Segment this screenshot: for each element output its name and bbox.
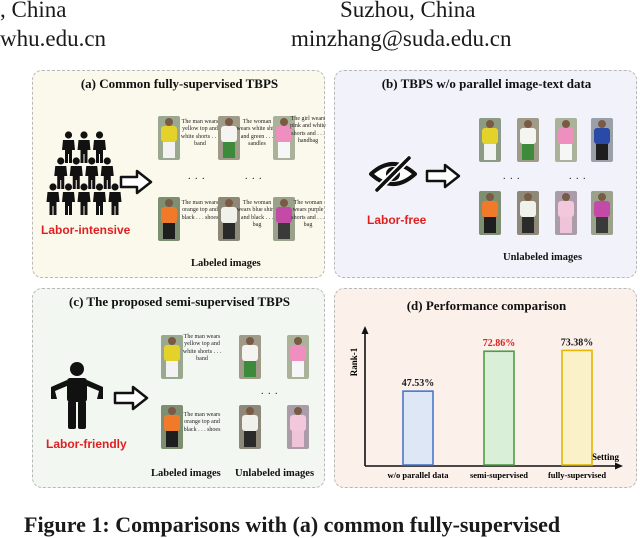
person-image <box>158 197 180 241</box>
panel-b: (b) TBPS w/o parallel image-text data La… <box>334 70 637 278</box>
crowd-person-icon <box>100 157 114 189</box>
ellipsis: . . . <box>569 171 587 182</box>
unlabeled-images-caption: Unlabeled images <box>235 468 315 479</box>
labor-free-label: Labor-free <box>367 213 427 227</box>
person-image <box>161 405 183 449</box>
person-image <box>479 191 501 235</box>
arrow-icon <box>425 163 461 189</box>
crowd-person-icon <box>54 157 68 189</box>
person-image <box>555 118 577 162</box>
crowd-person-icon <box>85 157 99 189</box>
arrow-icon <box>119 169 153 195</box>
description: The woman wears white shirt and green . … <box>236 119 278 148</box>
person-image <box>591 118 613 162</box>
unlabeled-images-caption: Unlabeled images <box>503 252 583 263</box>
person-image <box>517 191 539 235</box>
panel-b-title: (b) TBPS w/o parallel image-text data <box>381 76 592 91</box>
ellipsis: . . . <box>188 171 206 182</box>
person-image <box>239 335 261 379</box>
person-image <box>218 197 240 241</box>
x-tick-label: semi-supervised <box>470 470 528 480</box>
bar <box>402 390 434 466</box>
left-email: whu.edu.cn <box>0 26 107 51</box>
x-tick-label: fully-supervised <box>548 470 606 480</box>
bar <box>483 350 515 466</box>
labeled-images-caption: Labeled images <box>191 258 261 269</box>
crowd-person-icon <box>46 183 60 215</box>
person-image <box>273 116 295 160</box>
crowd-person-icon <box>77 183 91 215</box>
ellipsis: . . . <box>503 171 521 182</box>
bar-value-label: 47.53% <box>402 378 435 389</box>
panel-c: (c) The proposed semi-supervised TBPS La… <box>32 288 325 488</box>
person-image <box>158 116 180 160</box>
panel-c-title: (c) The proposed semi-supervised TBPS <box>68 294 291 309</box>
person-image <box>239 405 261 449</box>
eye-off-icon <box>369 155 417 193</box>
arrow-icon <box>113 385 149 411</box>
person-image <box>287 335 309 379</box>
description: The man wears orange top and black . . .… <box>183 412 221 433</box>
ellipsis: . . . <box>245 171 263 182</box>
person-image <box>517 118 539 162</box>
y-axis-label: Rank-1 <box>349 347 359 376</box>
crowd-person-icon <box>62 183 75 215</box>
crowd-icon <box>46 131 122 215</box>
y-axis-arrow <box>361 326 369 334</box>
crowd-person-icon <box>69 157 83 189</box>
crowd-person-icon <box>108 183 122 215</box>
x-axis-arrow <box>615 462 623 470</box>
description: The man wears orange top and black . . .… <box>181 200 219 221</box>
ellipsis: . . . <box>261 386 279 397</box>
x-tick-label: w/o parallel data <box>388 470 450 480</box>
figure-caption: Figure 1: Comparisons with (a) common fu… <box>24 512 561 537</box>
description: The woman wears blue shirts and black . … <box>236 200 278 229</box>
labor-friendly-label: Labor-friendly <box>46 437 127 451</box>
description: The man wears yellow top and white short… <box>180 119 220 148</box>
person-image <box>555 191 577 235</box>
panel-a: (a) Common fully-supervised TBPS Labor-i… <box>32 70 326 278</box>
panel-a-title: (a) Common fully-supervised TBPS <box>80 76 279 91</box>
bar <box>561 349 593 466</box>
person-image <box>479 118 501 162</box>
right-email: minzhang@suda.edu.cn <box>291 26 512 51</box>
crowd-person-icon <box>93 131 106 163</box>
bar-value-label: 73.38% <box>561 337 594 348</box>
person-image <box>218 116 240 160</box>
right-affiliation: Suzhou, China <box>340 0 476 22</box>
bar-value-label: 72.86% <box>483 338 516 349</box>
description: The girl wears pink and white shorts and… <box>290 116 326 145</box>
panel-d-title: (d) Performance comparison <box>406 298 567 313</box>
description: The woman wears purple shorts and . . . … <box>291 200 325 229</box>
person-image <box>591 191 613 235</box>
labor-intensive-label: Labor-intensive <box>41 223 131 237</box>
description: The man wears yellow top and white short… <box>182 334 222 363</box>
person-image <box>287 405 309 449</box>
labeled-images-caption: Labeled images <box>151 468 221 479</box>
crowd-person-icon <box>62 131 75 163</box>
crowd-person-icon <box>93 183 106 215</box>
person-image <box>161 335 183 379</box>
crowd-person-icon <box>77 131 91 163</box>
x-axis-label: Setting <box>592 452 620 462</box>
person-image <box>273 197 295 241</box>
person-balance-icon <box>51 362 103 429</box>
left-affiliation: , China <box>0 0 67 22</box>
